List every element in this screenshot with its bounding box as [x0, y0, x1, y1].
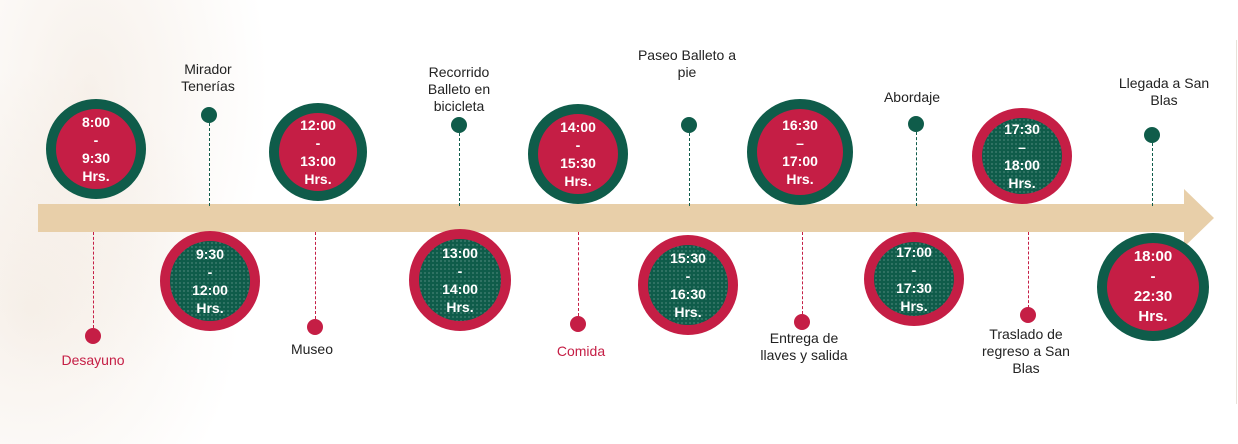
connector-line-museo [315, 232, 316, 319]
time-circle-museo: 12:00 - 13:00 Hrs. [269, 103, 367, 201]
time-circle-recorrido: 13:00 - 14:00 Hrs. [409, 229, 511, 331]
marker-dot-recorrido [451, 117, 467, 133]
time-text-comida: 14:00 - 15:30 Hrs. [560, 119, 596, 189]
event-label-entrega: Entrega de llaves y salida [760, 330, 848, 363]
connector-line-recorrido [459, 133, 460, 206]
marker-dot-traslado [1020, 307, 1036, 323]
time-circle-llegada: 18:00 - 22:30 Hrs. [1097, 233, 1209, 341]
time-text-abordaje: 17:00 - 17:30 Hrs. [896, 244, 932, 314]
time-text-entrega: 16:30 – 17:00 Hrs. [782, 117, 818, 187]
timeline-arrow-shaft [38, 204, 1186, 232]
event-label-museo: Museo [290, 341, 334, 357]
marker-dot-desayuno [85, 328, 101, 344]
connector-line-comida [578, 232, 579, 316]
right-border-line [1236, 40, 1237, 404]
event-label-mirador: Mirador Tenerías [181, 61, 235, 94]
marker-dot-llegada [1144, 127, 1160, 143]
time-circle-paseo: 15:30 - 16:30 Hrs. [638, 235, 738, 335]
time-text-recorrido: 13:00 - 14:00 Hrs. [442, 245, 478, 315]
marker-dot-paseo [681, 117, 697, 133]
event-label-llegada: Llegada a San Blas [1118, 75, 1210, 108]
time-text-paseo: 15:30 - 16:30 Hrs. [670, 250, 706, 320]
time-circle-desayuno: 8:00 - 9:30 Hrs. [46, 99, 146, 199]
time-text-llegada: 18:00 - 22:30 Hrs. [1133, 248, 1173, 325]
event-label-recorrido: Recorrido Balleto en bicicleta [427, 64, 491, 114]
event-label-desayuno: Desayuno [61, 352, 125, 368]
connector-line-paseo [689, 133, 690, 206]
marker-dot-abordaje [908, 116, 924, 132]
connector-line-desayuno [93, 232, 94, 328]
marker-dot-mirador [201, 107, 217, 123]
event-label-paseo: Paseo Balleto a pie [637, 47, 737, 80]
time-circle-mirador: 9:30 - 12:00 Hrs. [160, 231, 260, 331]
time-text-museo: 12:00 - 13:00 Hrs. [300, 117, 336, 187]
connector-line-abordaje [916, 132, 917, 206]
marker-dot-museo [307, 319, 323, 335]
time-circle-abordaje: 17:00 - 17:30 Hrs. [864, 232, 964, 326]
time-text-desayuno: 8:00 - 9:30 Hrs. [81, 114, 111, 184]
time-circle-comida: 14:00 - 15:30 Hrs. [528, 104, 628, 204]
event-label-comida: Comida [556, 343, 606, 359]
time-circle-traslado: 17:30 – 18:00 Hrs. [972, 108, 1072, 204]
marker-dot-comida [570, 316, 586, 332]
connector-line-mirador [209, 123, 210, 206]
time-text-mirador: 9:30 - 12:00 Hrs. [192, 246, 228, 316]
event-label-abordaje: Abordaje [883, 89, 941, 105]
timeline-arrow-head [1184, 189, 1214, 247]
marker-dot-entrega [794, 314, 810, 330]
event-label-traslado: Traslado de regreso a San Blas [982, 326, 1070, 376]
connector-line-traslado [1028, 232, 1029, 308]
connector-line-entrega [802, 232, 803, 314]
time-text-traslado: 17:30 – 18:00 Hrs. [1004, 121, 1040, 191]
connector-line-llegada [1152, 143, 1153, 206]
time-circle-entrega: 16:30 – 17:00 Hrs. [747, 99, 853, 205]
